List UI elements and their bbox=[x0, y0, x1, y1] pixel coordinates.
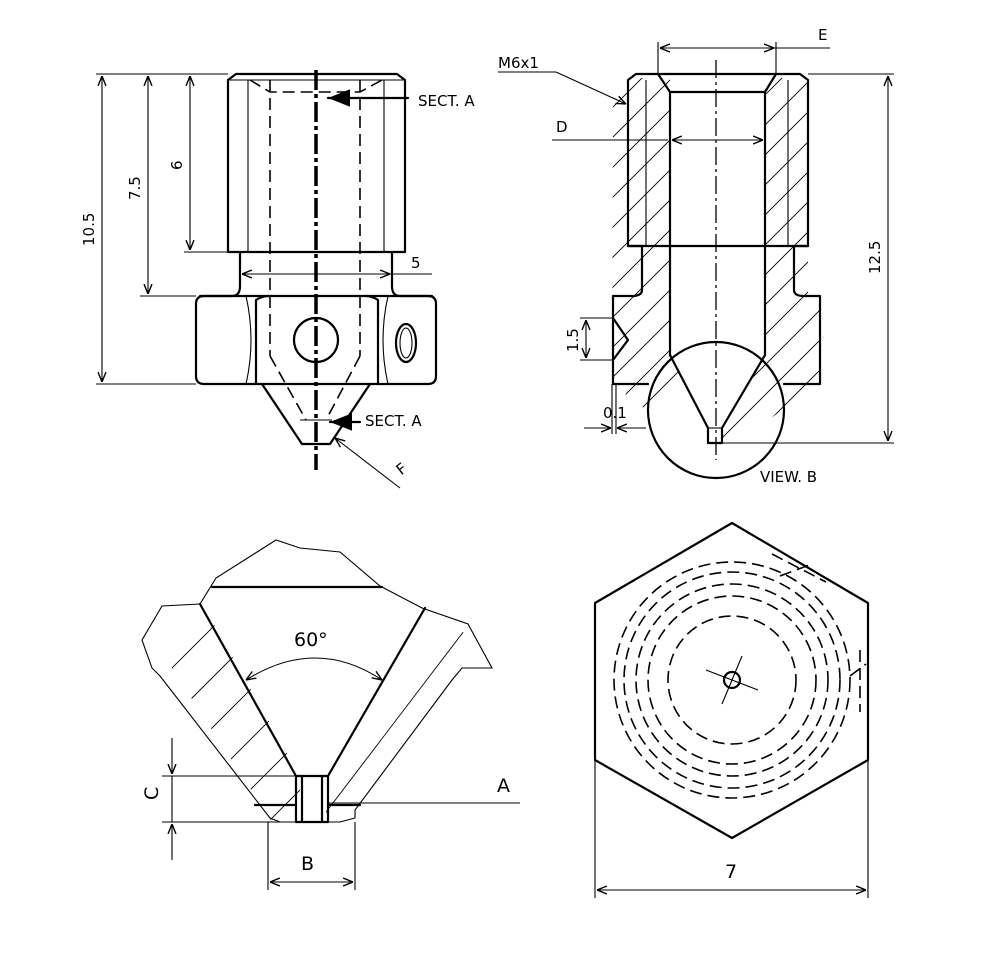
dim-10-5: 10.5 bbox=[80, 213, 98, 246]
m6x1-label: M6x1 bbox=[498, 54, 539, 72]
sect-a-top-label: SECT. A bbox=[418, 92, 475, 110]
f-label: F bbox=[393, 459, 411, 479]
view-b-label: VIEW. B bbox=[760, 468, 817, 486]
dim-12-5: 12.5 bbox=[866, 241, 884, 274]
section-view bbox=[498, 42, 894, 480]
d-label: D bbox=[556, 118, 568, 136]
c-label: C bbox=[141, 787, 163, 800]
dim-6: 6 bbox=[168, 160, 186, 170]
dim-7: 7 bbox=[725, 861, 737, 883]
b-label: B bbox=[301, 853, 314, 875]
hex-top-view bbox=[593, 521, 870, 898]
detail-view bbox=[140, 539, 520, 890]
sect-a-bottom-label: SECT. A bbox=[365, 412, 422, 430]
dim-5: 5 bbox=[411, 254, 421, 272]
dim-7-5: 7.5 bbox=[126, 176, 144, 200]
a-label: A bbox=[497, 775, 510, 797]
elevation-view bbox=[96, 70, 438, 489]
dim-1-5: 1.5 bbox=[564, 328, 582, 352]
e-label: E bbox=[818, 26, 827, 44]
angle-label: 60° bbox=[294, 629, 328, 651]
dim-0-1: 0.1 bbox=[603, 404, 627, 422]
